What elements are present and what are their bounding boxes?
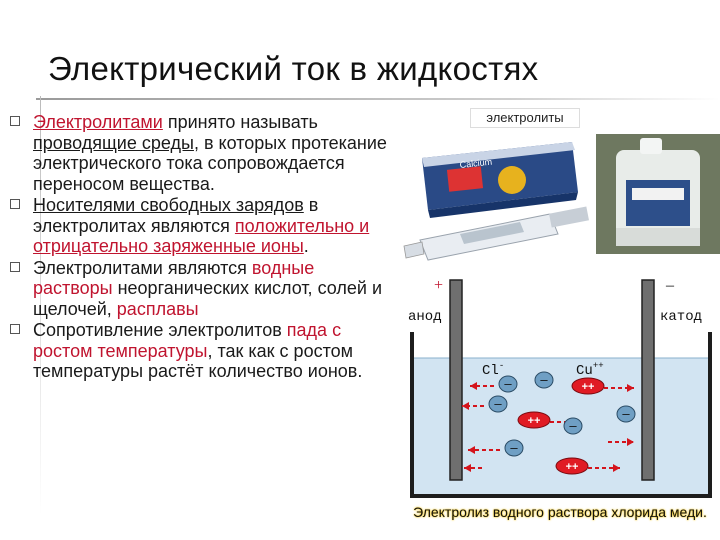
negative-ion-sign: – <box>510 440 518 455</box>
bullet-marker-icon <box>10 116 20 126</box>
positive-ion <box>517 411 551 429</box>
negative-ion <box>616 405 636 423</box>
negative-ion <box>498 375 518 393</box>
bullet-marker-icon <box>10 199 20 209</box>
tube-brand: Calcium <box>459 157 492 170</box>
canister-photo <box>596 134 720 254</box>
positive-ion-sign: ++ <box>528 415 541 427</box>
bullet-text-segment: Сопротивление электролитов <box>33 320 287 340</box>
negative-ion <box>504 439 524 457</box>
bullet-text-segment: неорганических кислот, солей и щелочей, <box>33 278 383 319</box>
positive-ion-sign: ++ <box>566 461 579 473</box>
cathode-minus-sign: – <box>665 277 675 294</box>
positive-ion-sign: ++ <box>582 381 595 393</box>
negative-ion <box>563 417 583 435</box>
bullet-item: Электролитами принято называть проводящи… <box>10 112 390 194</box>
arrowhead-icon <box>468 446 475 454</box>
bullet-text-segment: расплавы <box>116 298 199 319</box>
bullet-text-segment: проводящие среды <box>33 132 194 153</box>
bullet-text-segment: с ростом температуры <box>33 320 342 361</box>
bullet-text-segment: Электролитами являются <box>33 257 252 278</box>
slide-title: Электрический ток в жидкостях <box>48 50 539 87</box>
bullet-item: Электролитами являются водные растворы н… <box>10 258 390 320</box>
negative-ion-sign: – <box>540 372 548 387</box>
bullet-text-segment: положительно и отрицательно заряженные и… <box>33 215 370 257</box>
bullet-text-segment: в электролитах являются <box>33 195 319 236</box>
bullet-list: Электролитами принято называть проводящи… <box>10 112 390 383</box>
arrowhead-icon <box>613 464 620 472</box>
bullet-text-segment: Электролитами <box>33 112 163 132</box>
bullet-text-segment: пада <box>286 320 328 340</box>
ions-group: ––––––++++++ <box>462 371 636 475</box>
cathode-electrode <box>641 279 655 481</box>
bullet-marker-icon <box>10 324 20 334</box>
electrolysis-diagram: + анод – катод Cl- Cu++ ––––––++++++ <box>408 277 712 498</box>
anode-label: анод <box>408 309 442 325</box>
negative-ion <box>488 395 508 413</box>
copper-ion-label: Cu++ <box>576 361 604 379</box>
positive-ion <box>555 457 589 475</box>
negative-ion-sign: – <box>504 376 512 391</box>
electrolytes-photo: Calcium <box>400 110 720 270</box>
positive-ion <box>571 377 605 395</box>
title-divider <box>36 98 720 100</box>
anode-plus-sign: + <box>434 277 443 294</box>
arrowhead-icon <box>627 384 634 392</box>
negative-ion <box>534 371 554 389</box>
bullet-text-segment: водные растворы <box>33 257 315 299</box>
arrowhead-icon <box>470 382 477 390</box>
chloride-ion-label: Cl- <box>482 361 504 379</box>
bullet-marker-icon <box>10 261 20 272</box>
bullet-text-segment: принято называть <box>162 112 318 132</box>
photo-label: электролиты <box>470 108 580 128</box>
bullet-text-segment: . <box>303 236 309 256</box>
arrowhead-icon <box>627 438 634 446</box>
bullet-text-segment: Носителями свободных зарядов <box>33 195 304 215</box>
bullet-text-segment: , так как с ростом температуры растёт ко… <box>33 340 363 382</box>
bullet-item: Сопротивление электролитов пада с ростом… <box>10 320 390 382</box>
anode-electrode <box>449 279 463 481</box>
arrowhead-icon <box>464 464 471 472</box>
cathode-label: катод <box>660 309 702 325</box>
tube-box-image: Calcium <box>422 142 578 218</box>
left-margin-line <box>40 96 41 516</box>
syringe-image <box>403 206 589 261</box>
bullet-item: Носителями свободных зарядов в электроли… <box>10 195 390 257</box>
negative-ion-sign: – <box>622 406 630 421</box>
bath-vessel <box>410 332 712 498</box>
negative-ion-sign: – <box>569 418 577 433</box>
diagram-caption: Электролиз водного раствора хлорида меди… <box>413 504 707 520</box>
negative-ion-sign: – <box>494 396 502 411</box>
arrowhead-icon <box>462 402 469 410</box>
bullet-text-segment: , в которых протекание электрического то… <box>33 132 387 194</box>
